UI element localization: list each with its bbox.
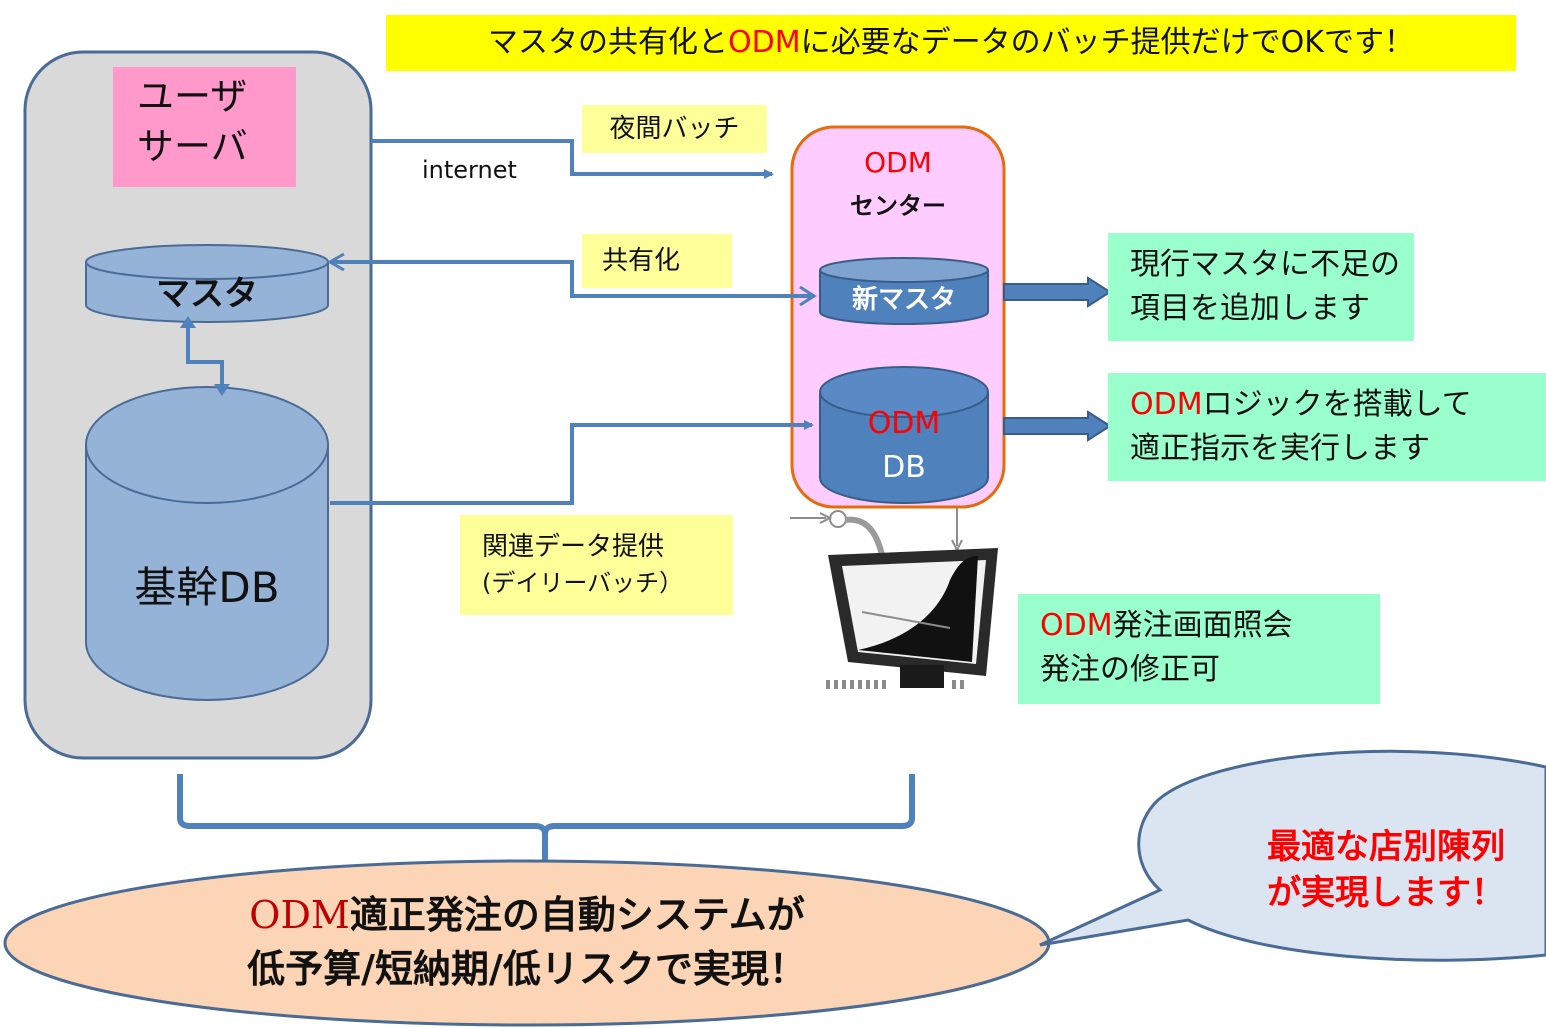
callout-line1: 最適な店別陳列: [1267, 827, 1505, 867]
summary-line2: 低予算/短納期/低リスクで実現！: [247, 946, 807, 991]
note-logic-line1: ロジックを搭載して: [1202, 387, 1472, 422]
user-server-title-line2: サーバ: [137, 125, 248, 168]
odm-center-subtitle: センター: [850, 192, 946, 220]
master-coredb-link: [180, 316, 230, 396]
sharing-arrowhead-left: [326, 252, 345, 272]
night-batch-arrow: [371, 139, 774, 179]
note-master-line1: 現行マスタに不足の: [1130, 247, 1400, 282]
summary-text: ODM適正発注の自動システムが 低予算/短納期/低リスクで実現！: [40, 888, 1014, 996]
banner-post: に必要なデータのバッチ提供だけでOKです！: [800, 25, 1414, 60]
headline-banner: マスタの共有化とODMに必要なデータのバッチ提供だけでOKです！: [386, 15, 1516, 71]
odm-center-title: ODM: [864, 146, 932, 179]
odm-db-label-line1: ODM: [867, 406, 941, 441]
sharing-arrowhead-right: [799, 285, 817, 307]
monitor-illustration: [790, 508, 998, 689]
note-logic-accent: ODM: [1130, 387, 1203, 422]
banner-accent: ODM: [728, 25, 801, 60]
related-data-line1: 関連データ提供: [482, 532, 665, 562]
user-server-title-box: [113, 67, 296, 187]
note-screen-line2: 発注の修正可: [1040, 652, 1220, 687]
callout-line2: が実現します！: [1267, 873, 1505, 913]
summary-accent: ODM: [249, 893, 350, 937]
internet-label: internet: [422, 156, 517, 184]
note-logic-line2: 適正指示を実行します: [1130, 431, 1430, 466]
banner-pre: マスタの共有化と: [488, 25, 729, 60]
core-db-label: 基幹DB: [134, 563, 280, 612]
callout-text: 最適な店別陳列 が実現します！: [1226, 824, 1546, 916]
user-server-title-line1: ユーザ: [137, 75, 248, 118]
new-master-cylinder: [819, 257, 989, 325]
sharing-label: 共有化: [582, 234, 732, 288]
note-logic: ODMロジックを搭載して 適正指示を実行します: [1108, 373, 1546, 481]
odm-db-cylinder: [819, 366, 989, 504]
master-label: マスタ: [156, 274, 258, 314]
note-master-line2: 項目を追加します: [1130, 291, 1370, 326]
new-master-label: 新マスタ: [851, 285, 956, 315]
callout-bubble: [1039, 749, 1546, 962]
night-batch-label: 夜間バッチ: [582, 105, 767, 153]
related-data-label: 関連データ提供 (デイリーバッチ）: [460, 515, 733, 615]
user-server-title: ユーザ サーバ: [113, 72, 296, 172]
core-db-cylinder: [85, 386, 329, 701]
note-screen-line1: 発注画面照会: [1112, 608, 1293, 643]
master-cylinder: [85, 244, 329, 323]
related-data-line2: (デイリーバッチ）: [482, 569, 684, 597]
odm-db-label-line2: DB: [882, 450, 926, 485]
related-data-arrow: [330, 420, 814, 505]
note-screen-accent: ODM: [1040, 608, 1113, 643]
note-screen: ODM発注画面照会 発注の修正可: [1018, 594, 1380, 704]
sharing-arrow: [330, 260, 812, 298]
summary-line1: 適正発注の自動システムが: [349, 892, 805, 937]
block-arrow-master: [1003, 276, 1112, 308]
note-master: 現行マスタに不足の 項目を追加します: [1108, 233, 1414, 341]
grouping-brace: [177, 774, 915, 872]
block-arrow-logic: [1003, 410, 1112, 442]
